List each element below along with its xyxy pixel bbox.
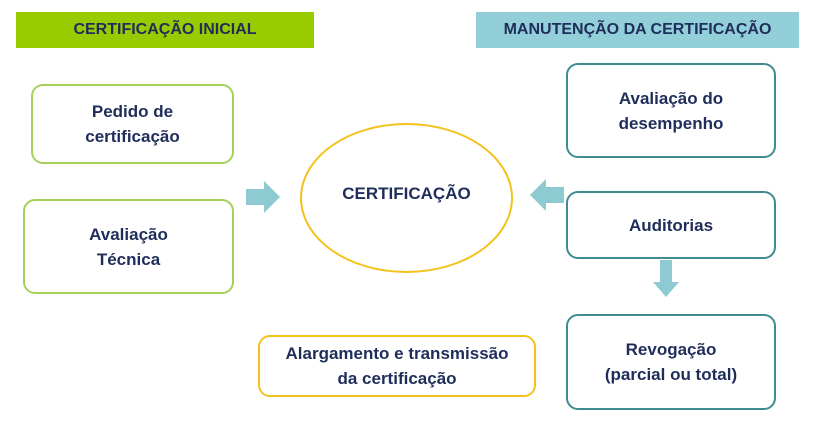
right-arrow-icon bbox=[246, 181, 280, 213]
extension-transfer-label: Alargamento e transmissão da certificaçã… bbox=[285, 344, 509, 388]
certification-maintenance-header: MANUTENÇÃO DA CERTIFICAÇÃO bbox=[476, 12, 799, 48]
certification-request-box: Pedido de certificação bbox=[31, 84, 234, 164]
certification-request-label: Pedido de certificação bbox=[85, 102, 180, 146]
certification-center-label: CERTIFICAÇÃO bbox=[342, 184, 471, 203]
revocation-box: Revogação (parcial ou total) bbox=[566, 314, 776, 410]
left-arrow-icon bbox=[530, 179, 564, 211]
performance-evaluation-label: Avaliação do desempenho bbox=[618, 88, 724, 133]
certification-maintenance-header-label: MANUTENÇÃO DA CERTIFICAÇÃO bbox=[503, 21, 772, 38]
down-arrow-icon bbox=[653, 260, 679, 297]
audits-label: Auditorias bbox=[628, 215, 714, 235]
initial-certification-header: CERTIFICAÇÃO INICIAL bbox=[16, 12, 314, 48]
performance-evaluation-box: Avaliação do desempenho bbox=[566, 63, 776, 158]
audits-box: Auditorias bbox=[566, 191, 776, 259]
initial-certification-header-label: CERTIFICAÇÃO INICIAL bbox=[73, 21, 257, 38]
extension-transfer-box: Alargamento e transmissão da certificaçã… bbox=[258, 335, 536, 397]
certification-center-ellipse: CERTIFICAÇÃO bbox=[300, 123, 513, 273]
revocation-label: Revogação (parcial ou total) bbox=[604, 340, 738, 384]
technical-evaluation-box: Avaliação Técnica bbox=[23, 199, 234, 294]
technical-evaluation-label: Avaliação Técnica bbox=[89, 224, 168, 269]
